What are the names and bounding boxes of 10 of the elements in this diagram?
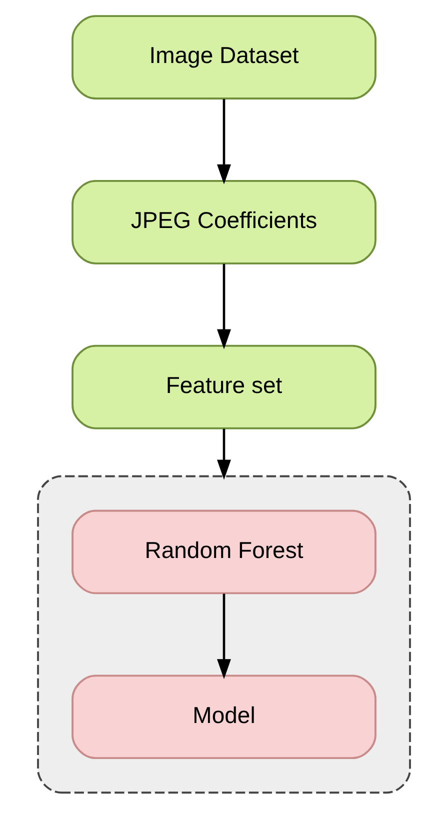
cluster	[37, 475, 411, 794]
arrow	[217, 264, 231, 350]
node-box: Image Dataset	[72, 15, 376, 100]
node-box: Feature set	[72, 344, 376, 430]
arrow	[217, 428, 231, 480]
node-box: Model	[72, 674, 376, 760]
arrow	[217, 99, 231, 184]
node-box: JPEG Coefficients	[72, 180, 376, 264]
node-box: Random Forest	[72, 510, 376, 594]
arrow	[217, 594, 231, 680]
